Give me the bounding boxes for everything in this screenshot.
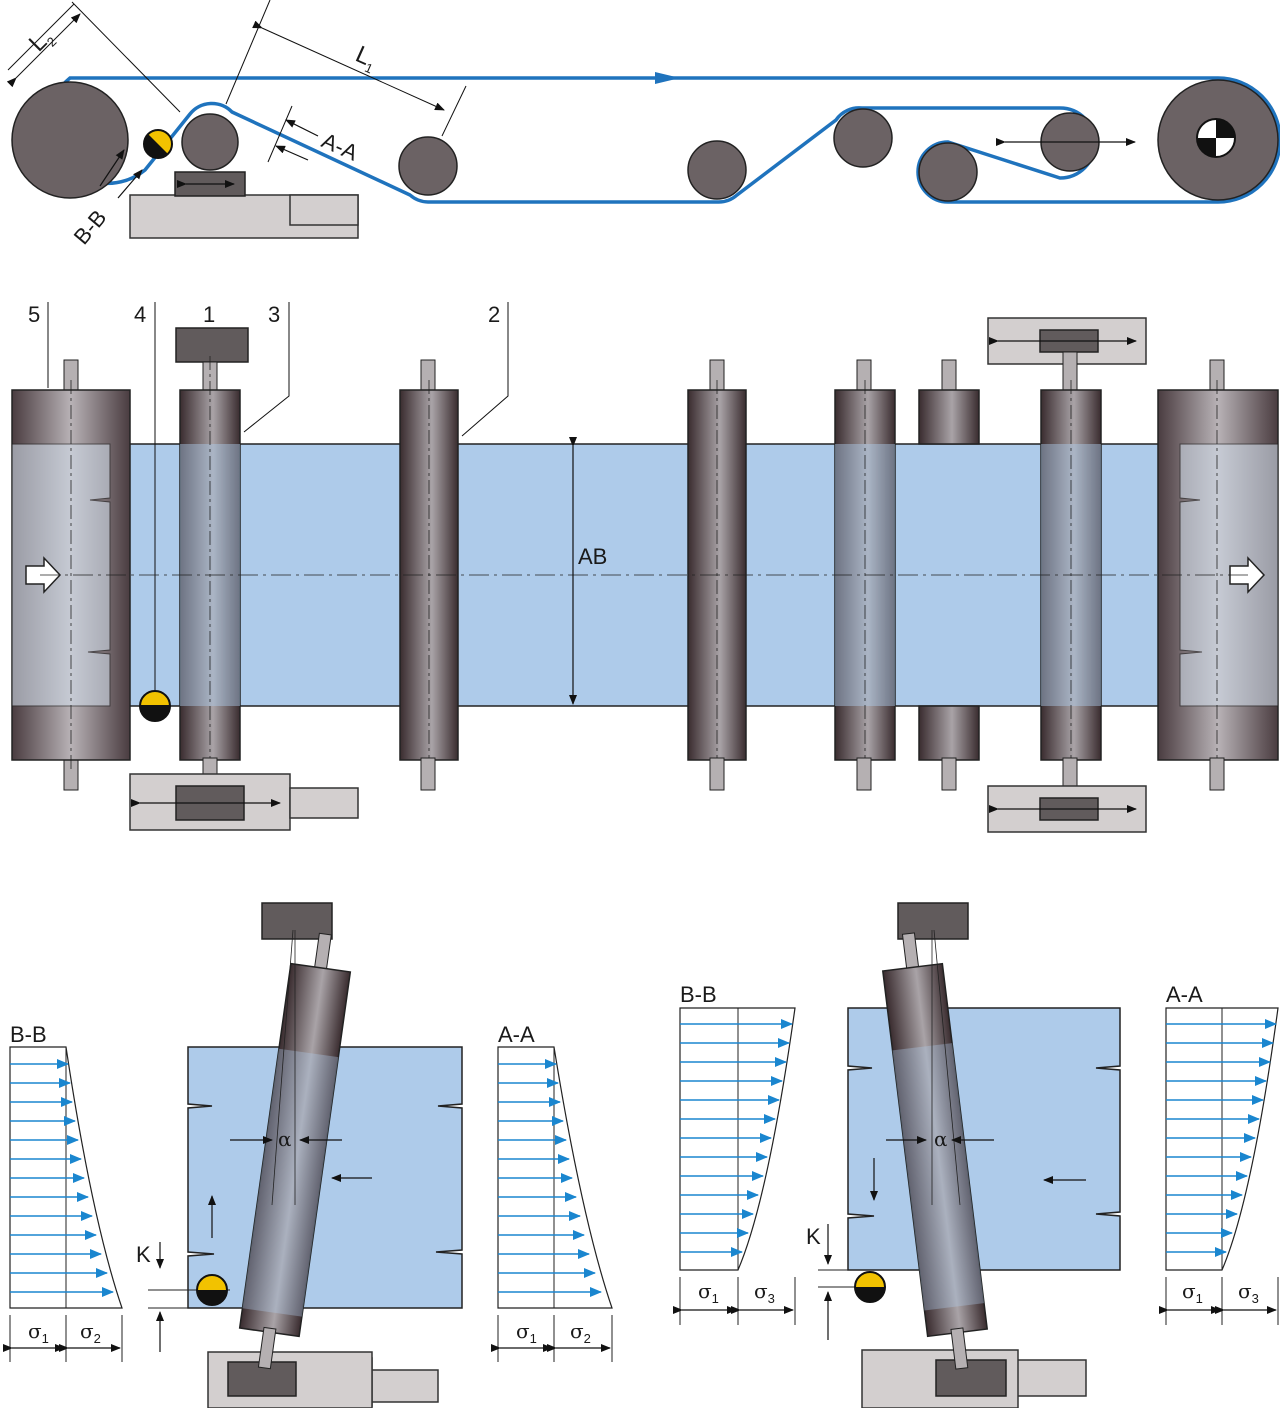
right-detail: B-B σ1 σ3	[673, 902, 1279, 1408]
left-bb-sigma2-sub: 2	[94, 1331, 101, 1346]
right-aa-stress-arrows	[1166, 1019, 1277, 1257]
right-k: K	[806, 1224, 821, 1249]
svg-text:σ2: σ2	[80, 1319, 101, 1346]
left-aa-stress-arrows	[498, 1059, 602, 1297]
idler-roller-a	[687, 140, 747, 200]
svg-text:σ1: σ1	[1182, 1279, 1203, 1306]
left-k: K	[136, 1242, 151, 1267]
right-bb-title: B-B	[680, 982, 717, 1007]
actuator-cylinder	[289, 194, 359, 226]
left-aa-sigma2-sub: 2	[584, 1331, 591, 1346]
idler-roller-c-plan	[918, 359, 980, 791]
right-bb-sigma3-sub: 3	[768, 1291, 775, 1306]
svg-text:σ1: σ1	[698, 1279, 719, 1306]
unwind-roll-plan	[11, 359, 131, 791]
right-aa-title: A-A	[1166, 982, 1203, 1007]
left-aa-title: A-A	[498, 1022, 535, 1047]
svg-text:L2: L2	[24, 23, 60, 59]
section-aa-label: A-A	[318, 128, 362, 166]
right-bb-sigma1: σ	[698, 1279, 712, 1303]
callout-2: 2	[488, 302, 500, 327]
svg-text:σ1: σ1	[28, 1319, 49, 1346]
left-bb-title: B-B	[10, 1022, 47, 1047]
left-bb-sigma1: σ	[28, 1319, 42, 1343]
guide-roller-2	[398, 136, 458, 196]
guide-roller-1	[181, 113, 239, 171]
right-edge-sensor	[854, 1271, 886, 1303]
left-edge-sensor	[196, 1274, 228, 1306]
belt-direction-icon	[655, 72, 680, 84]
svg-text:σ3: σ3	[754, 1279, 775, 1306]
right-aa-sigma3: σ	[1238, 1279, 1252, 1303]
right-aa-sigma1-sub: 1	[1196, 1291, 1203, 1306]
svg-text:σ2: σ2	[570, 1319, 591, 1346]
left-bb-stress-arrows	[10, 1059, 114, 1297]
edge-sensor-plan	[139, 302, 171, 722]
left-aa-sigma1-sub: 1	[530, 1331, 537, 1346]
side-view: L2 L1 A-A B-B	[6, 0, 1280, 249]
unwind-roll	[11, 81, 129, 199]
left-bb-sigma2: σ	[80, 1319, 94, 1343]
callout-5: 5	[28, 302, 40, 327]
right-aa-sigma1: σ	[1182, 1279, 1196, 1303]
callout-1: 1	[203, 302, 215, 327]
section-bb-label: B-B	[69, 205, 112, 249]
idler-roller-c	[918, 142, 978, 202]
right-web-panel	[847, 1007, 1121, 1271]
edge-sensor-side	[143, 129, 173, 159]
right-bb-sigma3: σ	[754, 1279, 768, 1303]
right-bb-stress-arrows	[680, 1019, 793, 1257]
plan-view: AB 5 4 1 3 2	[11, 302, 1279, 833]
svg-text:σ3: σ3	[1238, 1279, 1259, 1306]
left-bb-sigma1-sub: 1	[42, 1331, 49, 1346]
idler-roller-b	[833, 108, 893, 168]
left-aa-sigma2: σ	[570, 1319, 584, 1343]
right-skewed-roller	[881, 932, 989, 1370]
right-aa-sigma3-sub: 3	[1252, 1291, 1259, 1306]
right-alpha: α	[934, 1127, 948, 1151]
target-icon	[1196, 118, 1236, 158]
svg-text:σ1: σ1	[516, 1319, 537, 1346]
callout-3: 3	[268, 302, 280, 327]
callout-4: 4	[134, 302, 146, 327]
right-bb-sigma1-sub: 1	[712, 1291, 719, 1306]
web-path	[46, 76, 1280, 204]
svg-text:L1: L1	[350, 41, 381, 77]
left-aa-sigma1: σ	[516, 1319, 530, 1343]
left-alpha: α	[278, 1127, 292, 1151]
web-width-label: AB	[578, 544, 607, 569]
left-detail: B-B σ1 σ2	[3, 902, 613, 1408]
